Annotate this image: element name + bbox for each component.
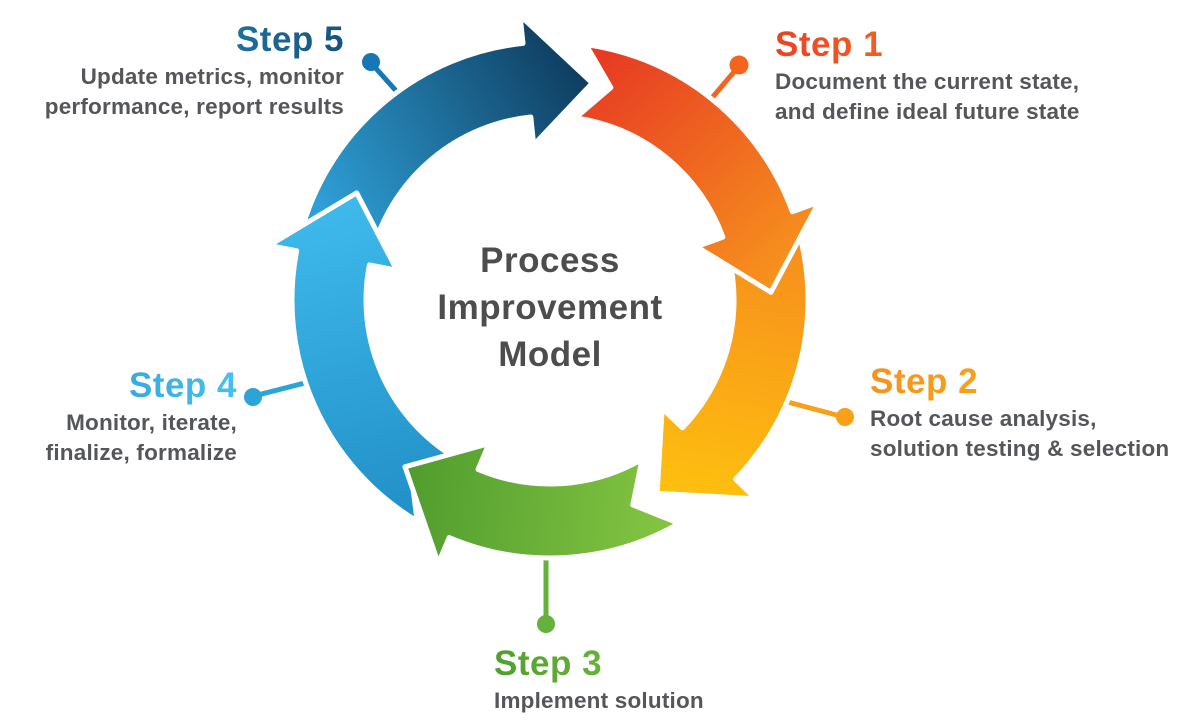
step-2-description-line-1: Root cause analysis, (870, 406, 1097, 431)
connector-dot-step-1 (729, 55, 749, 75)
step-1-description-line-1: Document the current state, (775, 69, 1080, 94)
diagram-title-line-2: Improvement (437, 288, 663, 327)
step-5-label: Step 5 (45, 20, 344, 59)
step-4-callout: Step 4 Monitor, iterate, finalize, forma… (46, 366, 237, 468)
step-2-callout: Step 2 Root cause analysis, solution tes… (870, 362, 1169, 464)
connector-dot-step-2 (836, 408, 854, 426)
diagram-title-line-1: Process (480, 241, 620, 280)
step-2-description-line-2: solution testing & selection (870, 436, 1170, 461)
connector-dot-step-4 (244, 388, 262, 406)
step-5-callout: Step 5 Update metrics, monitor performan… (45, 20, 344, 122)
arrow-step-1 (573, 42, 822, 295)
diagram-title: Process Improvement Model (350, 237, 750, 378)
arrow-step-4 (266, 190, 458, 524)
step-5-description-line-1: Update metrics, monitor (80, 64, 344, 89)
step-1-label: Step 1 (775, 25, 1080, 64)
arrow-step-5 (300, 13, 595, 249)
step-3-callout: Step 3 Implement solution (494, 644, 704, 716)
step-3-description-line-1: Implement solution (494, 688, 704, 713)
connector-dot-step-5 (362, 53, 380, 71)
connector-dot-step-3 (537, 615, 555, 633)
step-2-label: Step 2 (870, 362, 1169, 401)
step-3-label: Step 3 (494, 644, 704, 683)
step-4-description-line-1: Monitor, iterate, (66, 410, 237, 435)
arrow-step-3 (402, 441, 682, 566)
step-4-label: Step 4 (46, 366, 237, 405)
diagram-title-line-3: Model (498, 335, 602, 374)
step-5-description-line-2: performance, report results (44, 94, 344, 119)
step-4-description-line-2: finalize, formalize (45, 440, 237, 465)
step-1-description-line-2: and define ideal future state (775, 99, 1080, 124)
step-1-callout: Step 1 Document the current state, and d… (775, 25, 1080, 127)
